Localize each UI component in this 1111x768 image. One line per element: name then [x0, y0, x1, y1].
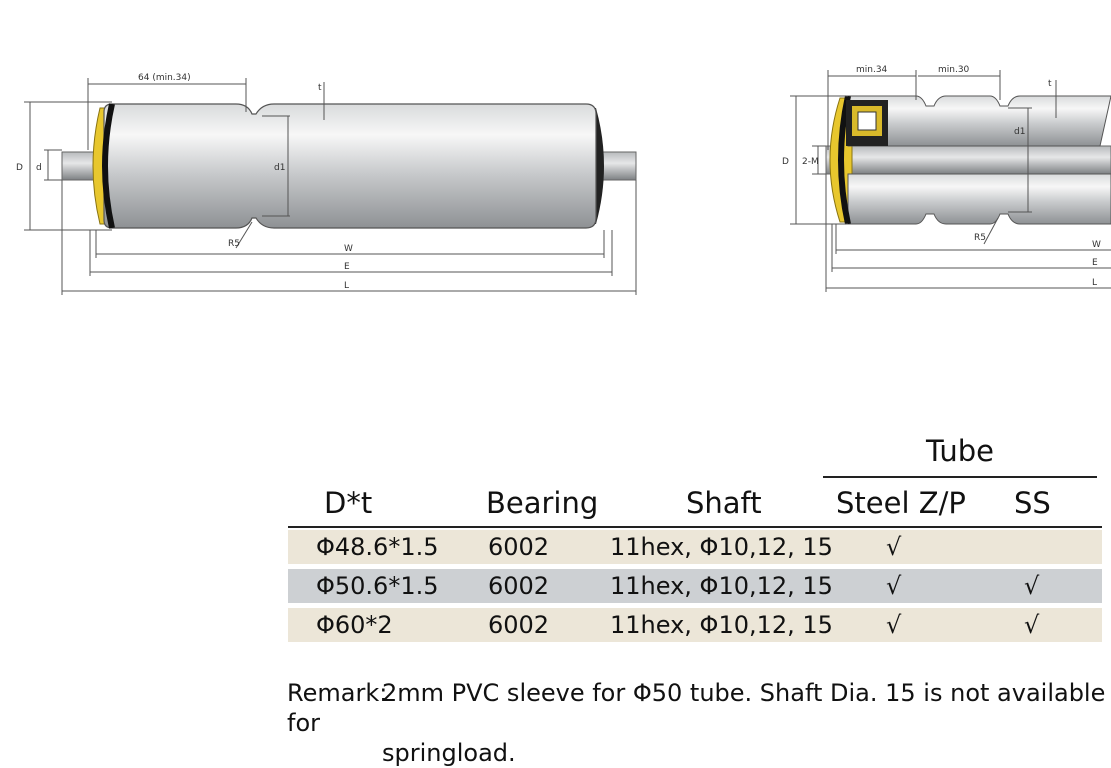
cell-bearing: 6002 [488, 572, 550, 600]
right-label-t: t [1048, 79, 1052, 89]
left-label-d: d [36, 163, 42, 173]
left-tube [103, 103, 597, 229]
left-dimensions [24, 78, 637, 295]
left-label-W: W [344, 244, 353, 254]
remark-line-1: 2mm PVC sleeve for Φ50 tube. Shaft Dia. … [287, 679, 1106, 737]
right-label-r: R5 [974, 233, 986, 243]
cell-bearing: 6002 [488, 533, 550, 561]
header-dt: D*t [324, 486, 373, 520]
right-tube [847, 95, 1111, 147]
header-steel: Steel Z/P [836, 486, 966, 520]
table-row: Φ60*2 6002 11hex, Φ10,12, 15 √ √ [288, 608, 1102, 642]
right-dim-top-1: min.34 [856, 65, 888, 75]
left-label-r: R5 [228, 239, 240, 249]
remark-label: Remark: [287, 679, 388, 707]
right-label-E: E [1092, 258, 1098, 268]
left-label-t: t [318, 83, 322, 93]
cell-steel: √ [886, 533, 902, 561]
cell-shaft: 11hex, Φ10,12, 15 [610, 533, 833, 561]
right-shaft [825, 145, 1111, 175]
left-label-D: D [16, 163, 23, 173]
right-label-D: D [782, 157, 789, 167]
cell-shaft: 11hex, Φ10,12, 15 [610, 611, 833, 639]
right-label-W: W [1092, 240, 1101, 250]
left-roller [61, 103, 637, 229]
tube-group-rule [823, 476, 1097, 478]
tube-group-header: Tube [926, 434, 994, 468]
header-shaft: Shaft [686, 486, 762, 520]
cell-steel: √ [886, 572, 902, 600]
left-label-E: E [344, 262, 350, 272]
right-label-hex: 2-M [802, 157, 819, 167]
cell-dt: Φ48.6*1.5 [316, 533, 439, 561]
left-dim-top: 64 (min.34) [138, 73, 191, 83]
cell-ss: √ [1024, 572, 1040, 600]
header-bearing: Bearing [486, 486, 599, 520]
cell-ss: √ [1024, 611, 1040, 639]
header-ss: SS [1014, 486, 1051, 520]
header-rule [288, 526, 1102, 528]
cell-shaft: 11hex, Φ10,12, 15 [610, 572, 833, 600]
cell-steel: √ [886, 611, 902, 639]
table-row: Φ48.6*1.5 6002 11hex, Φ10,12, 15 √ [288, 530, 1102, 564]
remark-line-2: springload. [382, 739, 516, 767]
table-row: Φ50.6*1.5 6002 11hex, Φ10,12, 15 √ √ [288, 569, 1102, 603]
right-roller [825, 95, 1111, 225]
remark: Remark:2mm PVC sleeve for Φ50 tube. Shaf… [287, 678, 1107, 768]
left-label-d1: d1 [274, 163, 285, 173]
cell-dt: Φ50.6*1.5 [316, 572, 439, 600]
right-dim-top-2: min.30 [938, 65, 970, 75]
roller-drawing: 64 (min.34) t D d d1 R5 W E L [16, 65, 1111, 295]
right-label-L: L [1092, 278, 1097, 288]
cell-bearing: 6002 [488, 611, 550, 639]
right-label-d1: d1 [1014, 127, 1025, 137]
right-dimensions [790, 70, 1111, 292]
cell-dt: Φ60*2 [316, 611, 393, 639]
left-label-L: L [344, 281, 349, 291]
